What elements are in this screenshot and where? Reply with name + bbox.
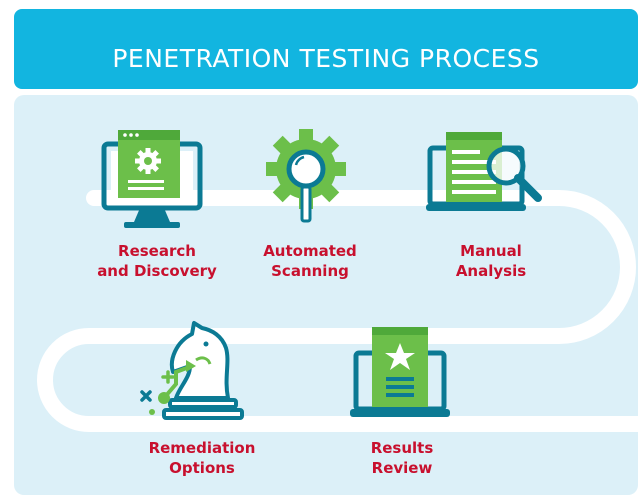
laptop-star-icon	[350, 327, 450, 417]
step-manual-analysis: Manual Analysis	[455, 242, 527, 280]
step-results-review: Results Review	[370, 439, 434, 477]
step-research: Research and Discovery	[97, 242, 217, 280]
laptop-magnifier-icon	[426, 132, 542, 211]
step-remediation-options: Remediation Options	[148, 439, 256, 477]
title-banner: PENETRATION TESTING PROCESS	[14, 9, 638, 89]
page-title: PENETRATION TESTING PROCESS	[112, 43, 540, 73]
step-automated-scanning: Automated Scanning	[263, 242, 357, 280]
gear-magnifier-icon	[266, 129, 346, 223]
computer-gear-icon	[101, 130, 203, 228]
chess-knight-icon	[140, 321, 244, 420]
process-path	[37, 190, 638, 432]
process-panel: Research and Discovery Automated Scannin…	[14, 95, 638, 495]
